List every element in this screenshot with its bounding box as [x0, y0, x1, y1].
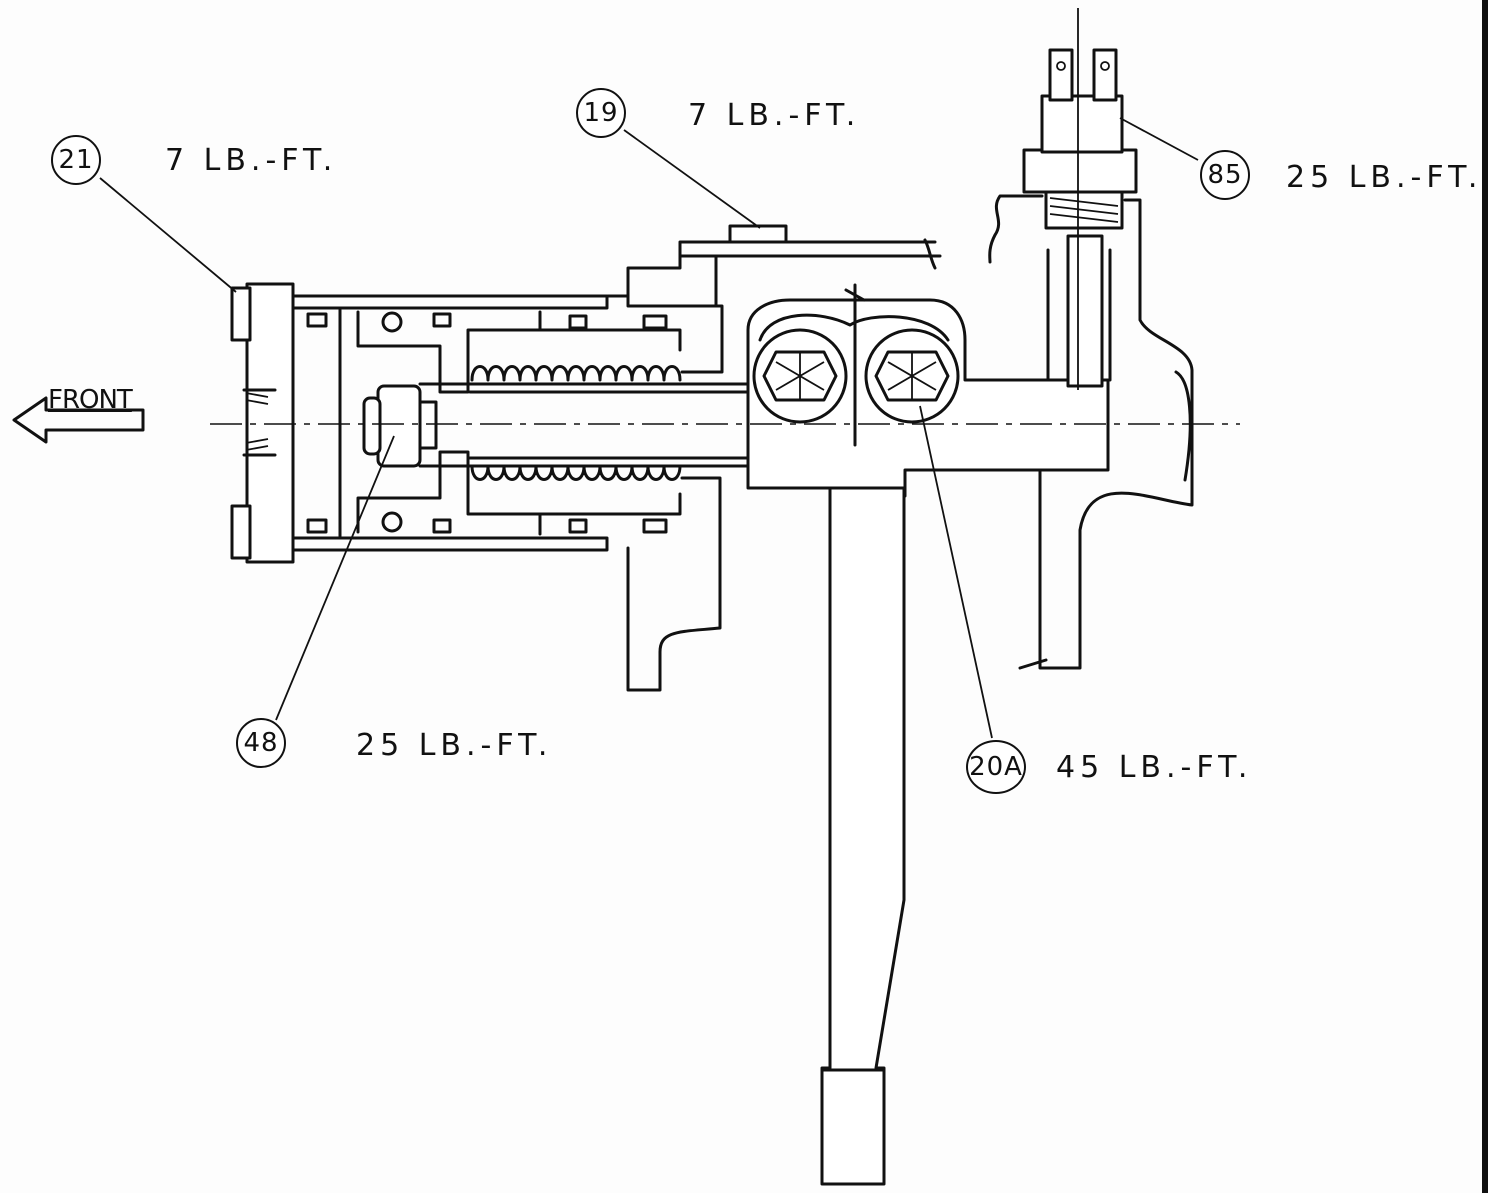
front-arrow-icon	[12, 396, 145, 444]
piston-nut	[362, 384, 438, 468]
page-edge	[1482, 0, 1488, 1193]
callout-85: 85	[1200, 150, 1250, 200]
shift-lever	[820, 486, 906, 1186]
shift-block	[746, 283, 1110, 498]
torque-19: 7 LB.-FT.	[688, 98, 861, 133]
return-spring-lower	[470, 464, 682, 481]
shift-cylinder-housing	[291, 224, 942, 692]
leader-lines	[99, 117, 1199, 739]
switch-housing	[988, 194, 1194, 670]
front-cover	[230, 282, 295, 564]
pressure-switch	[1022, 8, 1138, 390]
torque-20a: 45 LB.-FT.	[1056, 750, 1253, 785]
torque-21: 7 LB.-FT.	[165, 143, 338, 178]
return-spring-upper	[470, 365, 682, 382]
torque-85: 25 LB.-FT.	[1286, 160, 1483, 195]
callout-19: 19	[576, 88, 626, 138]
callout-48: 48	[236, 718, 286, 768]
callout-20a: 20A	[966, 740, 1026, 794]
front-direction-label: FRONT	[48, 385, 133, 415]
callout-21: 21	[51, 135, 101, 185]
torque-48: 25 LB.-FT.	[356, 728, 553, 763]
